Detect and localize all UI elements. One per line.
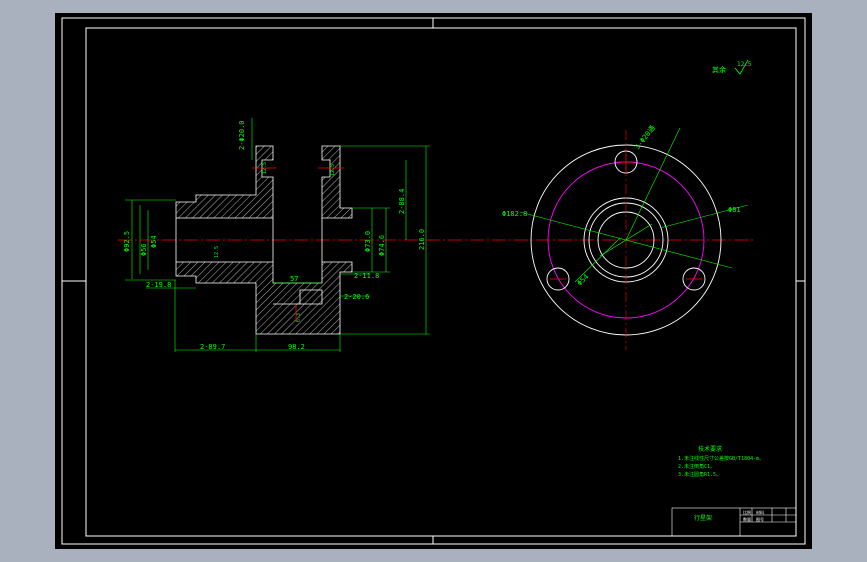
centering-marks — [62, 18, 805, 544]
dim-bottom-left: 2-19.8 — [146, 281, 171, 289]
title-cell-d: 图号 — [756, 516, 764, 522]
hole-markers — [252, 167, 344, 322]
end-view — [530, 130, 722, 350]
rough-c: 12.5 — [214, 246, 220, 258]
roughness-label: 其余 — [712, 65, 726, 74]
left-dimension-lines — [125, 118, 430, 352]
dim-slot-width: 57 — [290, 275, 298, 283]
dim-top-bore: 2-Φ20.0 — [238, 120, 246, 150]
title-cell-a: 比例 — [743, 509, 751, 515]
rough-a: 12.5 — [262, 162, 268, 174]
dim-bottom-left2: 2-89.7 — [200, 343, 225, 351]
title-cell-b: 材料 — [756, 509, 764, 515]
title-block — [671, 507, 797, 537]
dim-right-mid: Φ73.0 — [364, 231, 372, 252]
dim-bore-dia: Φ54 — [150, 235, 158, 248]
rough-b: 12.5 — [330, 164, 336, 176]
notes-line3: 3.未注圆角R1.5。 — [678, 471, 721, 478]
title-cell-c: 数量 — [743, 516, 751, 522]
rough-d: 6.3 — [296, 313, 302, 322]
dim-right-small: 2-11.8 — [354, 272, 379, 280]
dim-right-mid2: Φ74.6 — [378, 235, 386, 256]
inner-frame — [85, 27, 797, 537]
title-part-name: 行星架 — [694, 514, 712, 522]
dim-pcd: Φ182.8 — [502, 210, 527, 218]
dim-right-upper: 2-88.4 — [398, 189, 406, 214]
dim-overall-height: 216.0 — [418, 229, 426, 250]
dim-bottom-mid: 98.2 — [288, 343, 305, 351]
notes-line2: 2.未注倒角C1。 — [678, 463, 715, 470]
roughness-symbol-icon — [734, 59, 749, 75]
dim-mid-dia: Φ56 — [140, 243, 148, 256]
dim-right-small2: 2-20.6 — [344, 293, 369, 301]
dim-outer: Φ81 — [728, 206, 741, 214]
drawing-sheet — [55, 13, 812, 549]
roughness-value: 12.5 — [737, 61, 752, 68]
notes-line1: 1.未注线性尺寸公差按GB/T1804-m。 — [678, 455, 764, 462]
notes-title: 技术要求 — [698, 445, 722, 453]
dim-outer-dia: Φ92.5 — [123, 231, 131, 252]
end-view-dimensions — [519, 127, 749, 283]
